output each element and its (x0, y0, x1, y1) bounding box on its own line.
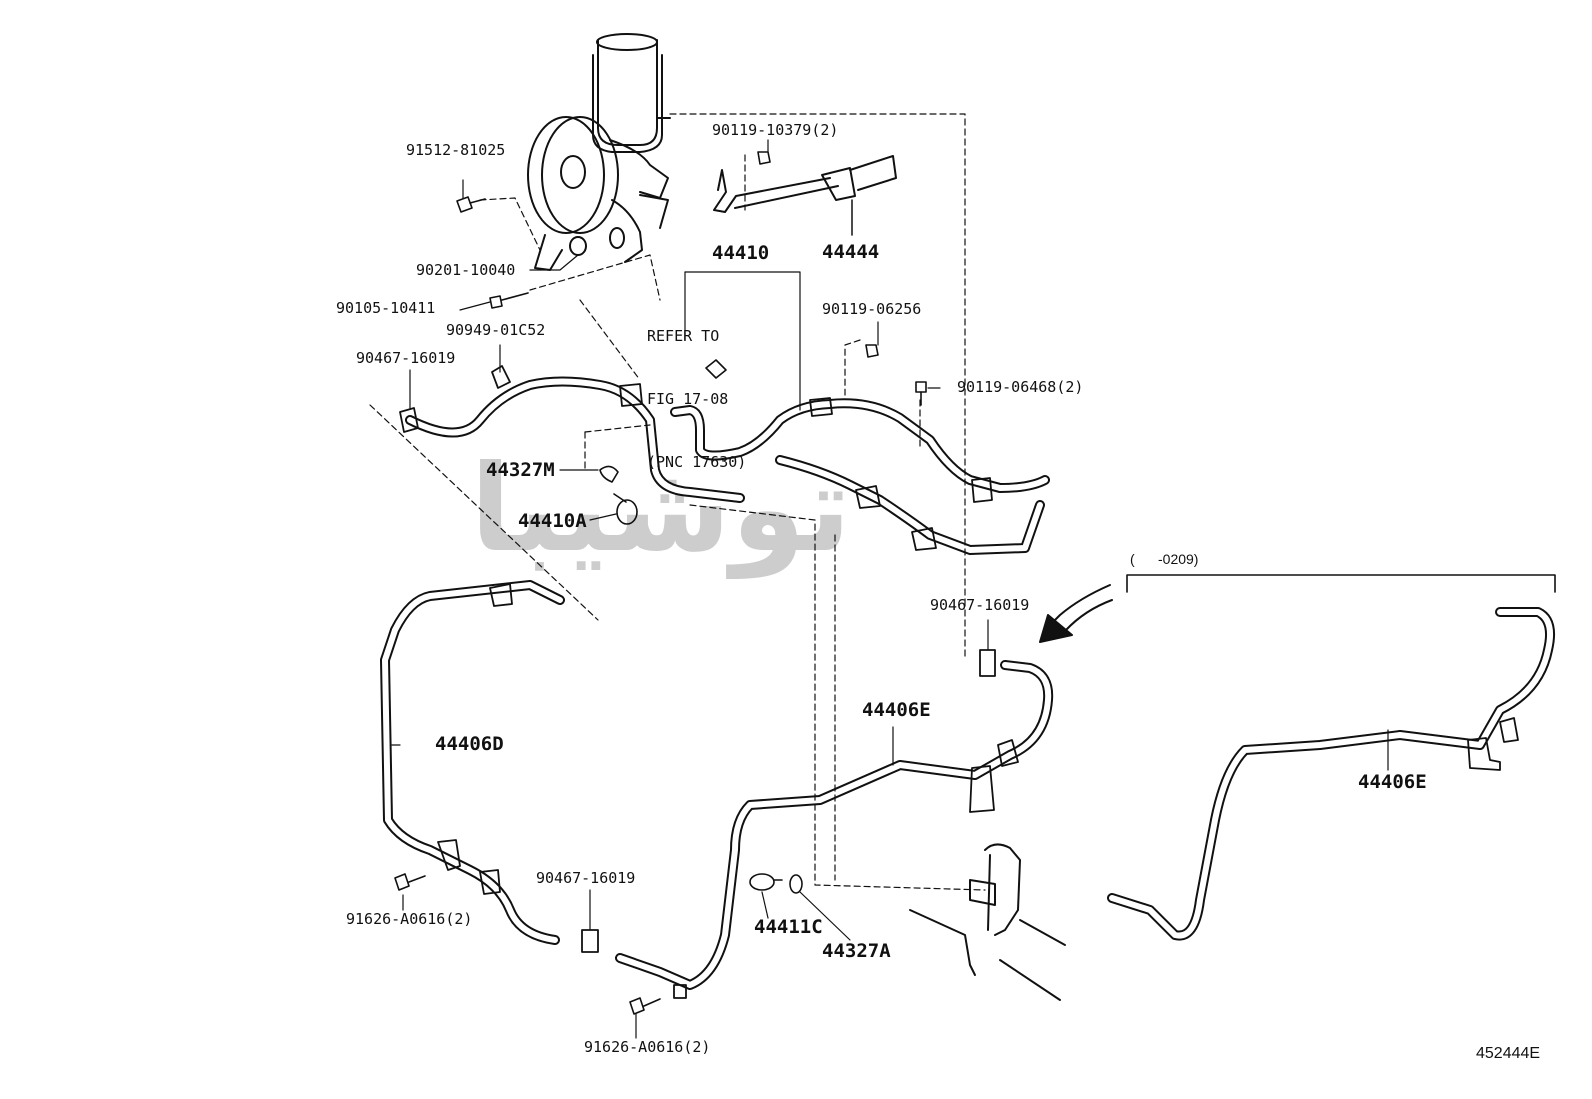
label-44410: 44410 (712, 242, 770, 264)
label-91626-A0616-bottom: 91626-A0616(2) (584, 1038, 711, 1056)
label-90119-06256: 90119-06256 (822, 300, 922, 318)
label-91512-81025: 91512-81025 (406, 141, 506, 159)
hose-44410-inner (672, 400, 1048, 553)
hose-clamps (399, 365, 1519, 999)
leader-lines (391, 139, 1389, 1039)
hose-44406E-left-inner (617, 662, 1052, 988)
label-44406E-left: 44406E (862, 699, 931, 721)
pump-assembly (527, 33, 671, 271)
label-90467-16019-mid: 90467-16019 (930, 596, 1030, 614)
label-44411C: 44411C (754, 916, 823, 938)
label-44406D: 44406D (435, 733, 504, 755)
label-90949-01C52: 90949-01C52 (446, 321, 546, 339)
label-90467-16019-bottom: 90467-16019 (536, 869, 636, 887)
label-44410A: 44410A (518, 510, 587, 532)
hose-44406E-left (615, 660, 1054, 990)
range-arrow (1039, 584, 1113, 643)
hose-44406E-right-inner (1109, 609, 1553, 939)
label-90105-10411: 90105-10411 (336, 299, 436, 317)
label-90119-10379: 90119-10379(2) (712, 121, 839, 139)
label-91626-A0616-left: 91626-A0616(2) (346, 910, 473, 928)
hose-44406D (380, 580, 565, 945)
bracket-44444 (713, 155, 897, 236)
gear-box (909, 843, 1066, 1001)
bolts (394, 151, 927, 1015)
label-44444: 44444 (822, 241, 880, 263)
label-44327A: 44327A (822, 940, 891, 962)
refer-note-line-1: REFER TO (647, 327, 720, 345)
refer-note: REFER TO FIG 17-08 (PNC 17630) (647, 284, 746, 515)
hose-44406D-inner (382, 582, 563, 943)
dashed-guides (369, 113, 986, 891)
refer-note-line-2: FIG 17-08 (647, 390, 729, 408)
range-note: ( -0209) (1130, 551, 1199, 567)
refer-note-line-3: (PNC 17630) (647, 453, 747, 471)
label-90119-06468: 90119-06468(2) (957, 378, 1084, 396)
label-90467-16019-top: 90467-16019 (356, 349, 456, 367)
label-90201-10040: 90201-10040 (416, 261, 516, 279)
range-bracket (1126, 574, 1556, 593)
label-44406E-right: 44406E (1358, 771, 1427, 793)
hose-44406E-right (1107, 607, 1555, 941)
label-44327M: 44327M (486, 459, 555, 481)
hose-upper-return-inner (407, 378, 743, 501)
figure-code: 452444E (1476, 1045, 1541, 1062)
